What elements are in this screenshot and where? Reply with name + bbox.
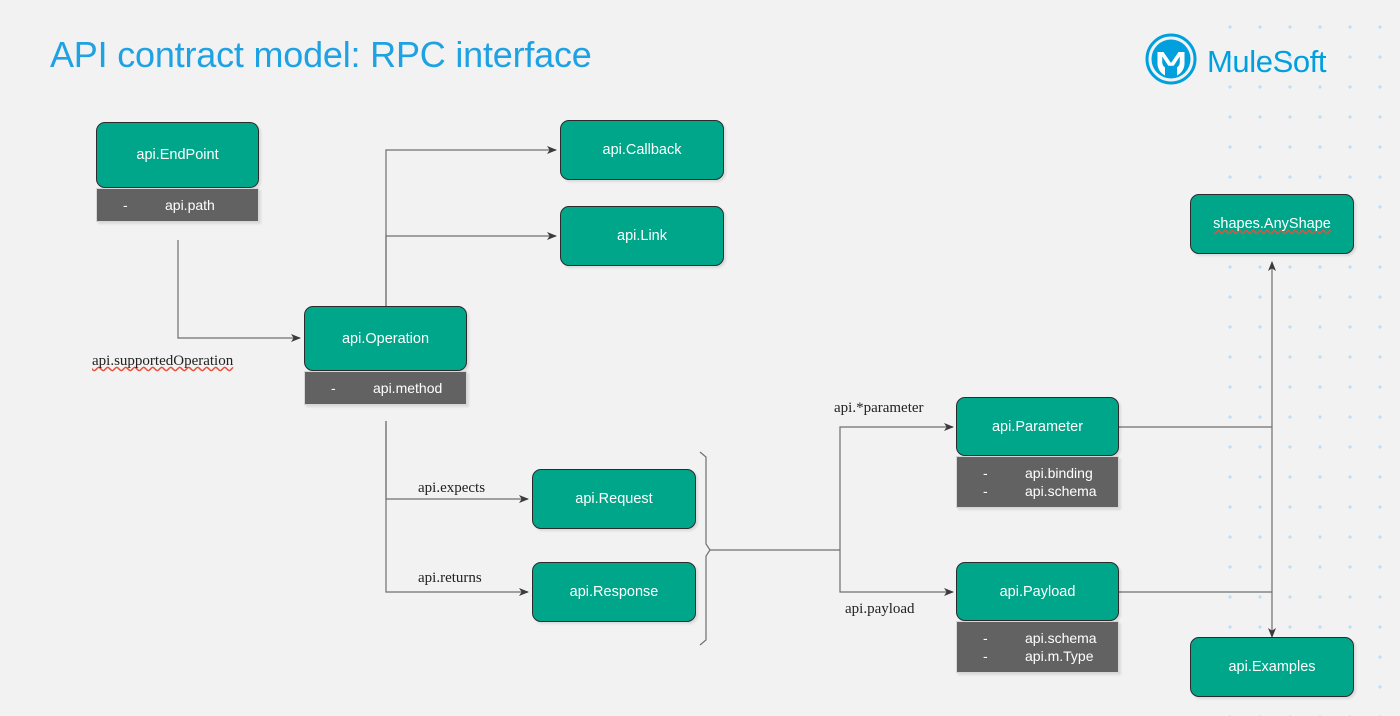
dot-grid-background xyxy=(1208,0,1400,716)
node-api-callback[interactable]: api.Callback xyxy=(560,120,724,180)
mulesoft-wordmark: MuleSoft xyxy=(1207,43,1327,79)
node-api-response[interactable]: api.Response xyxy=(532,562,696,622)
node-title-api-parameter: api.Parameter xyxy=(956,397,1119,456)
node-api-examples[interactable]: api.Examples xyxy=(1190,637,1354,697)
node-body-api-payload: -api.schema -api.m.Type xyxy=(956,621,1119,673)
node-body-api-endpoint: -api.path xyxy=(96,188,259,222)
node-title-api-response: api.Response xyxy=(532,562,696,622)
node-shapes-anyshape[interactable]: shapes.AnyShape xyxy=(1190,194,1354,254)
edge-label-parameter: api.*parameter xyxy=(834,400,924,416)
node-title-api-link: api.Link xyxy=(560,206,724,266)
page-title: API contract model: RPC interface xyxy=(50,34,592,75)
node-title-api-examples: api.Examples xyxy=(1190,637,1354,697)
node-attr: -api.binding xyxy=(983,465,1093,481)
mulesoft-logo: MuleSoft xyxy=(1144,32,1327,91)
node-body-api-parameter: -api.binding -api.schema xyxy=(956,456,1119,508)
node-title-shapes-anyshape: shapes.AnyShape xyxy=(1190,194,1354,254)
edge-label-payload: api.payload xyxy=(845,601,915,617)
node-attr: -api.schema xyxy=(983,483,1097,499)
node-api-request[interactable]: api.Request xyxy=(532,469,696,529)
node-api-parameter[interactable]: api.Parameter -api.binding -api.schema xyxy=(956,397,1119,508)
node-attr: -api.method xyxy=(331,380,443,396)
node-attr: -api.schema xyxy=(983,630,1097,646)
node-attr: -api.path xyxy=(123,197,215,213)
node-api-endpoint[interactable]: api.EndPoint -api.path xyxy=(96,122,259,222)
node-title-api-payload: api.Payload xyxy=(956,562,1119,621)
brace-connector xyxy=(699,451,711,646)
edge-label-expects: api.expects xyxy=(418,480,486,496)
edge-label-returns: api.returns xyxy=(418,570,482,586)
mulesoft-logo-icon xyxy=(1144,32,1198,91)
node-api-operation[interactable]: api.Operation -api.method xyxy=(304,306,467,405)
node-api-link[interactable]: api.Link xyxy=(560,206,724,266)
node-title-api-callback: api.Callback xyxy=(560,120,724,180)
edge-label-supported-operation: api.supportedOperation xyxy=(92,353,234,369)
node-title-api-request: api.Request xyxy=(532,469,696,529)
node-title-api-endpoint: api.EndPoint xyxy=(96,122,259,188)
node-body-api-operation: -api.method xyxy=(304,371,467,405)
node-title-api-operation: api.Operation xyxy=(304,306,467,371)
node-attr: -api.m.Type xyxy=(983,648,1094,664)
node-api-payload[interactable]: api.Payload -api.schema -api.m.Type xyxy=(956,562,1119,673)
